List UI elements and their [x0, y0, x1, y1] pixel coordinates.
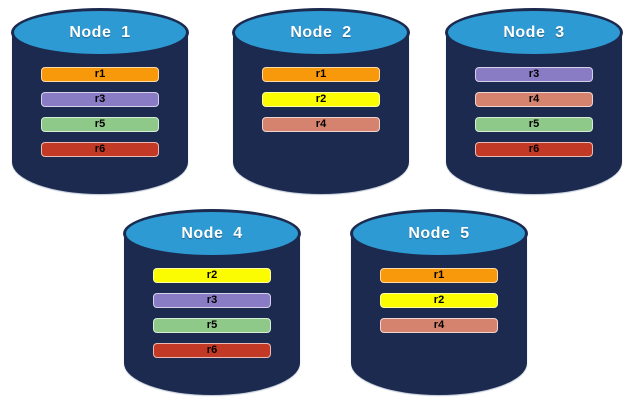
replica-bar-r3: r3: [153, 293, 271, 308]
node-cylinder-4: Node 4 r2 r3 r5 r6: [123, 209, 301, 395]
cylinder-body: [12, 32, 188, 194]
node-title: Node 1: [69, 23, 131, 41]
replica-bar-r2: r2: [380, 293, 498, 308]
replica-bar-r5: r5: [475, 117, 593, 132]
cylinder-top-ellipse: Node 2: [232, 8, 410, 57]
replica-bar-r5: r5: [153, 318, 271, 333]
node-title: Node 3: [503, 23, 565, 41]
replica-bar-r4: r4: [380, 318, 498, 333]
replica-bar-r2: r2: [262, 92, 380, 107]
replica-bar-r6: r6: [41, 142, 159, 157]
node-title: Node 5: [408, 224, 470, 242]
replica-bar-r1: r1: [41, 67, 159, 82]
replica-list: r1 r3 r5 r6: [41, 67, 159, 157]
replica-bar-r5: r5: [41, 117, 159, 132]
replica-bar-r4: r4: [475, 92, 593, 107]
replica-list: r1 r2 r4: [262, 67, 380, 132]
replica-bar-r1: r1: [262, 67, 380, 82]
cylinder-top-ellipse: Node 4: [123, 209, 301, 258]
replica-bar-r3: r3: [41, 92, 159, 107]
cylinder-top-ellipse: Node 1: [11, 8, 189, 57]
replica-bar-r6: r6: [475, 142, 593, 157]
replica-bar-r4: r4: [262, 117, 380, 132]
replica-bar-r1: r1: [380, 268, 498, 283]
replica-list: r1 r2 r4: [380, 268, 498, 333]
node-title: Node 2: [290, 23, 352, 41]
node-cylinder-5: Node 5 r1 r2 r4: [350, 209, 528, 395]
replica-list: r3 r4 r5 r6: [475, 67, 593, 157]
node-cylinder-1: Node 1 r1 r3 r5 r6: [11, 8, 189, 194]
node-cylinder-2: Node 2 r1 r2 r4: [232, 8, 410, 194]
cylinder-top-ellipse: Node 3: [445, 8, 623, 57]
node-cylinder-3: Node 3 r3 r4 r5 r6: [445, 8, 623, 194]
replica-list: r2 r3 r5 r6: [153, 268, 271, 358]
replica-bar-r2: r2: [153, 268, 271, 283]
cylinder-top-ellipse: Node 5: [350, 209, 528, 258]
cylinder-body: [351, 233, 527, 395]
cylinder-body: [446, 32, 622, 194]
cylinder-body: [124, 233, 300, 395]
node-title: Node 4: [181, 224, 243, 242]
replica-bar-r6: r6: [153, 343, 271, 358]
replica-bar-r3: r3: [475, 67, 593, 82]
cylinder-body: [233, 32, 409, 194]
